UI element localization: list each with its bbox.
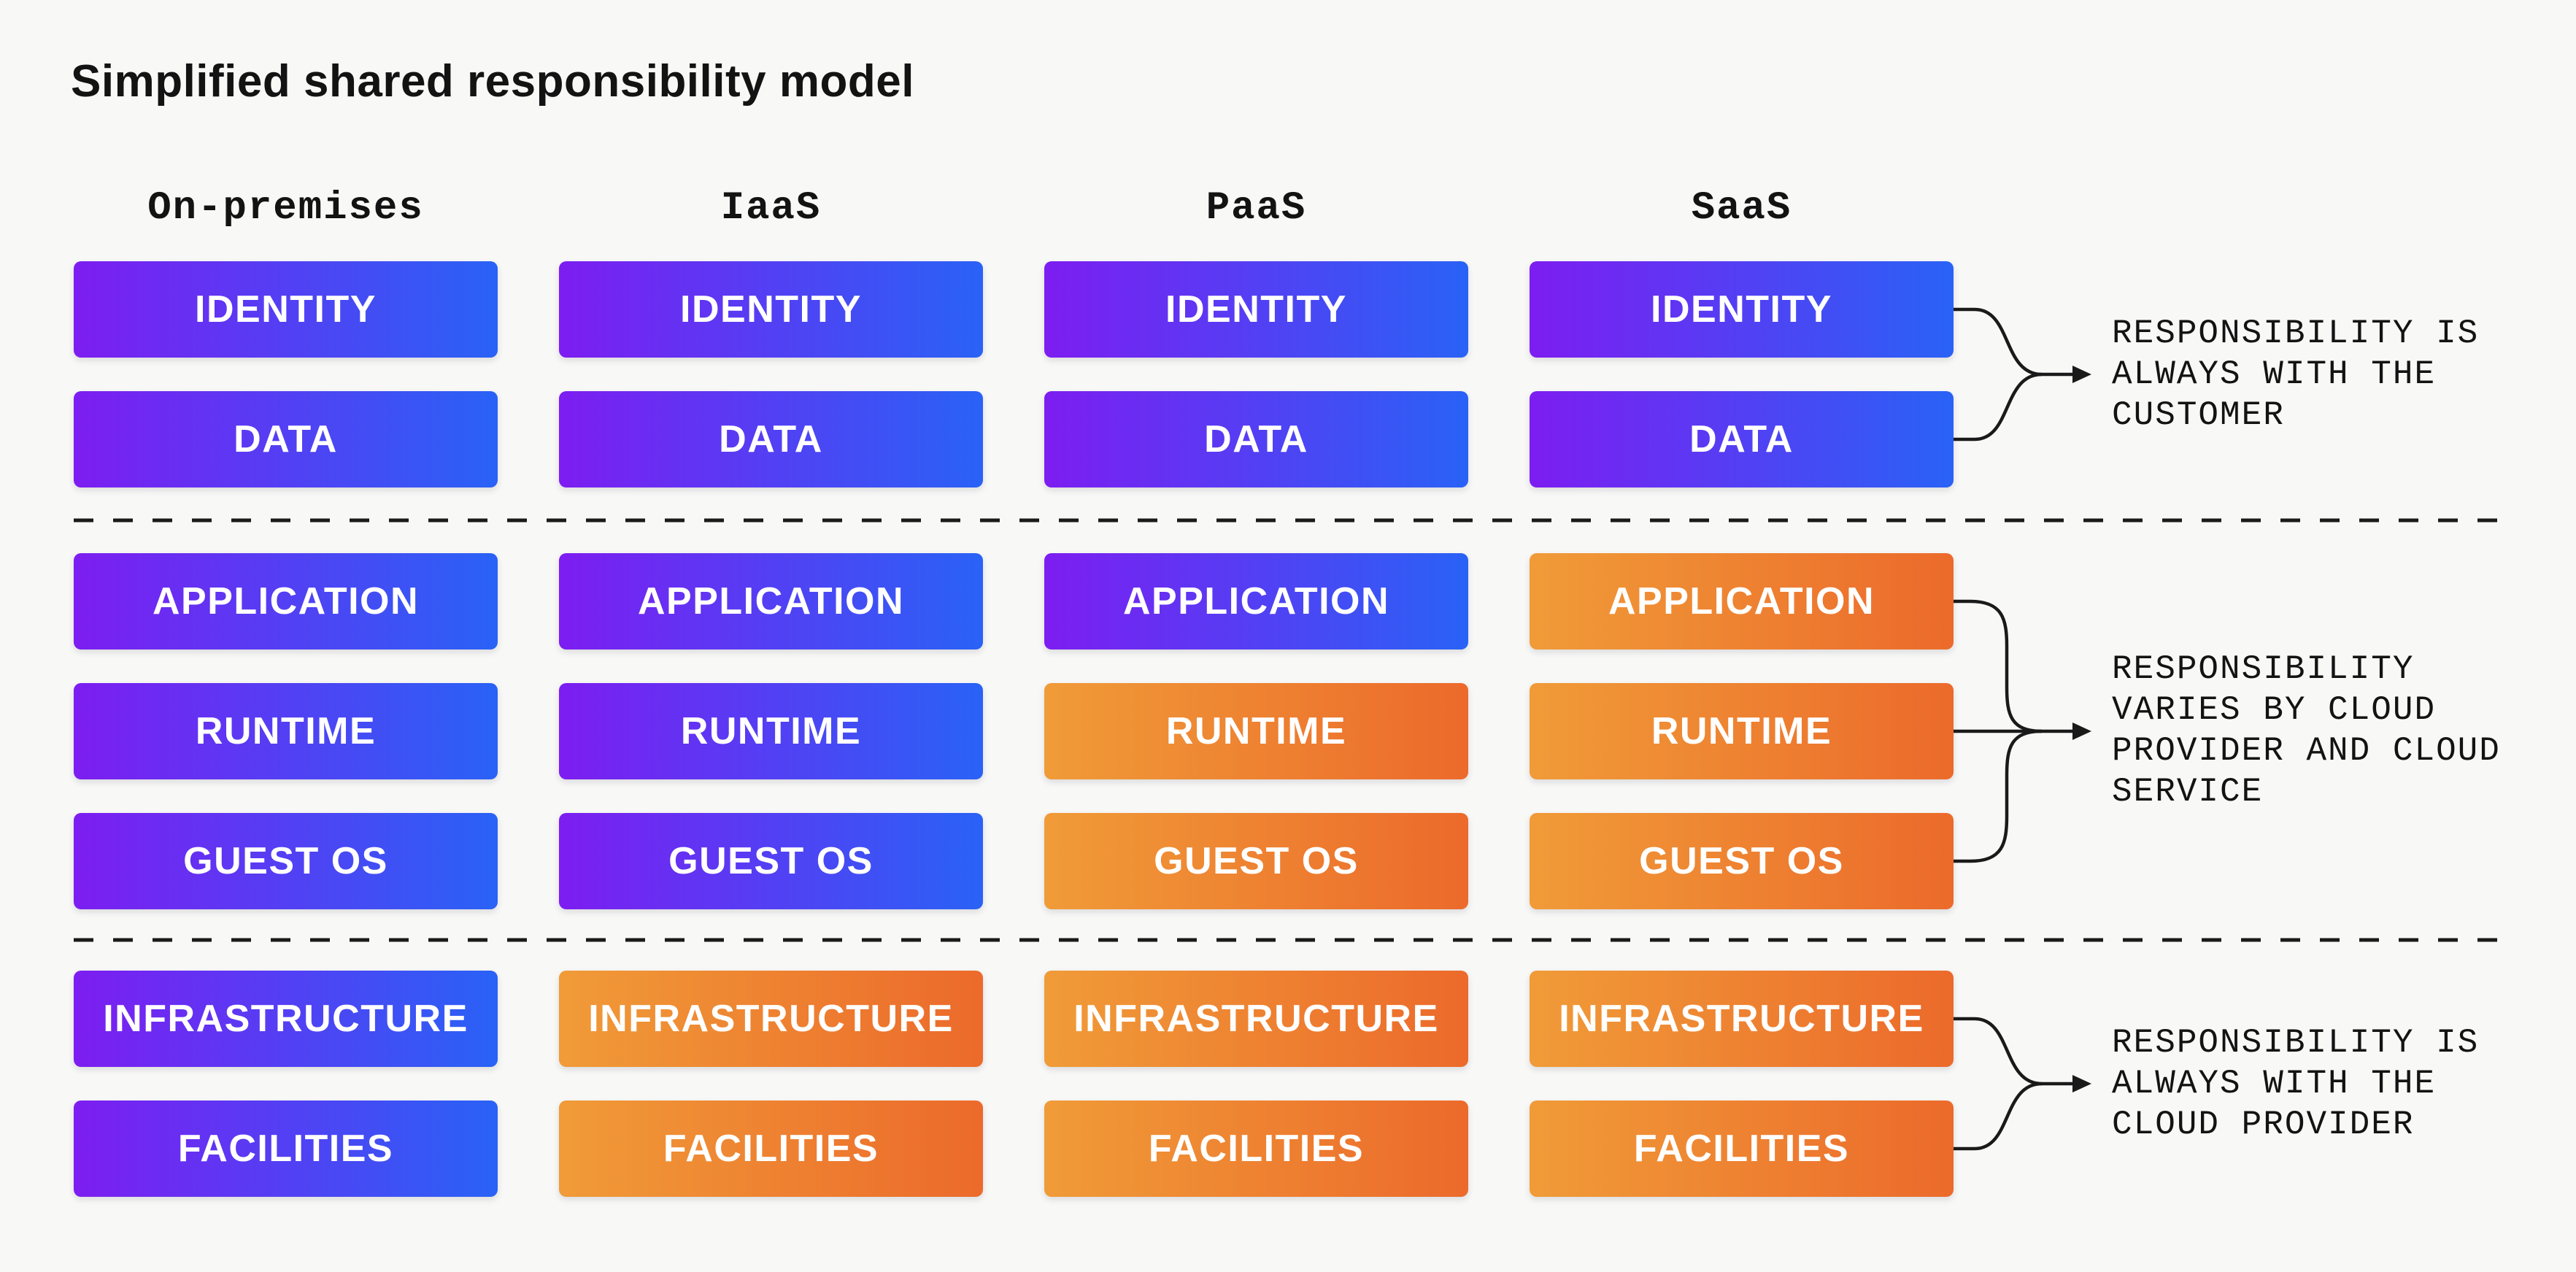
on-premises-facilities-box: FACILITIES — [74, 1101, 498, 1197]
arrowhead-icon — [2072, 1075, 2091, 1092]
annotation-provider-responsibility: RESPONSIBILITY IS ALWAYS WITH THE CLOUD … — [2112, 1024, 2480, 1144]
iaas-data-box: DATA — [559, 391, 983, 487]
bracket-varies-bottom — [1954, 729, 2043, 863]
bracket-provider-top — [1954, 1017, 2043, 1086]
on-premises-application-box: APPLICATION — [74, 553, 498, 650]
saas-application-box: APPLICATION — [1530, 553, 1954, 650]
annotation-varies-responsibility: RESPONSIBILITY VARIES BY CLOUD PROVIDER … — [2112, 650, 2501, 811]
annotation-customer-responsibility: RESPONSIBILITY IS ALWAYS WITH THE CUSTOM… — [2112, 315, 2480, 434]
paas-data-box: DATA — [1044, 391, 1468, 487]
bracket-customer-bottom — [1954, 372, 2043, 442]
bracket-customer-top — [1954, 307, 2043, 377]
column-header-paas: PaaS — [1206, 186, 1307, 231]
iaas-facilities-box: FACILITIES — [559, 1101, 983, 1197]
iaas-application-box: APPLICATION — [559, 553, 983, 650]
iaas-runtime-box: RUNTIME — [559, 683, 983, 779]
saas-infrastructure-box: INFRASTRUCTURE — [1530, 971, 1954, 1067]
iaas-identity-box: IDENTITY — [559, 261, 983, 358]
column-header-saas: SaaS — [1691, 186, 1792, 231]
on-premises-infrastructure-box: INFRASTRUCTURE — [74, 971, 498, 1067]
saas-data-box: DATA — [1530, 391, 1954, 487]
paas-identity-box: IDENTITY — [1044, 261, 1468, 358]
column-header-on-premises: On-premises — [147, 186, 424, 231]
page-title: Simplified shared responsibility model — [71, 56, 914, 107]
on-premises-data-box: DATA — [74, 391, 498, 487]
on-premises-guest-os-box: GUEST OS — [74, 813, 498, 909]
iaas-infrastructure-box: INFRASTRUCTURE — [559, 971, 983, 1067]
saas-runtime-box: RUNTIME — [1530, 683, 1954, 779]
paas-runtime-box: RUNTIME — [1044, 683, 1468, 779]
on-premises-runtime-box: RUNTIME — [74, 683, 498, 779]
saas-guest-os-box: GUEST OS — [1530, 813, 1954, 909]
saas-identity-box: IDENTITY — [1530, 261, 1954, 358]
bracket-varies-top — [1954, 599, 2043, 733]
arrowhead-icon — [2072, 722, 2091, 740]
bracket-provider-bottom — [1954, 1082, 2043, 1151]
arrowhead-icon — [2072, 366, 2091, 383]
saas-facilities-box: FACILITIES — [1530, 1101, 1954, 1197]
column-header-iaas: IaaS — [720, 186, 822, 231]
on-premises-identity-box: IDENTITY — [74, 261, 498, 358]
paas-guest-os-box: GUEST OS — [1044, 813, 1468, 909]
paas-facilities-box: FACILITIES — [1044, 1101, 1468, 1197]
paas-application-box: APPLICATION — [1044, 553, 1468, 650]
iaas-guest-os-box: GUEST OS — [559, 813, 983, 909]
paas-infrastructure-box: INFRASTRUCTURE — [1044, 971, 1468, 1067]
